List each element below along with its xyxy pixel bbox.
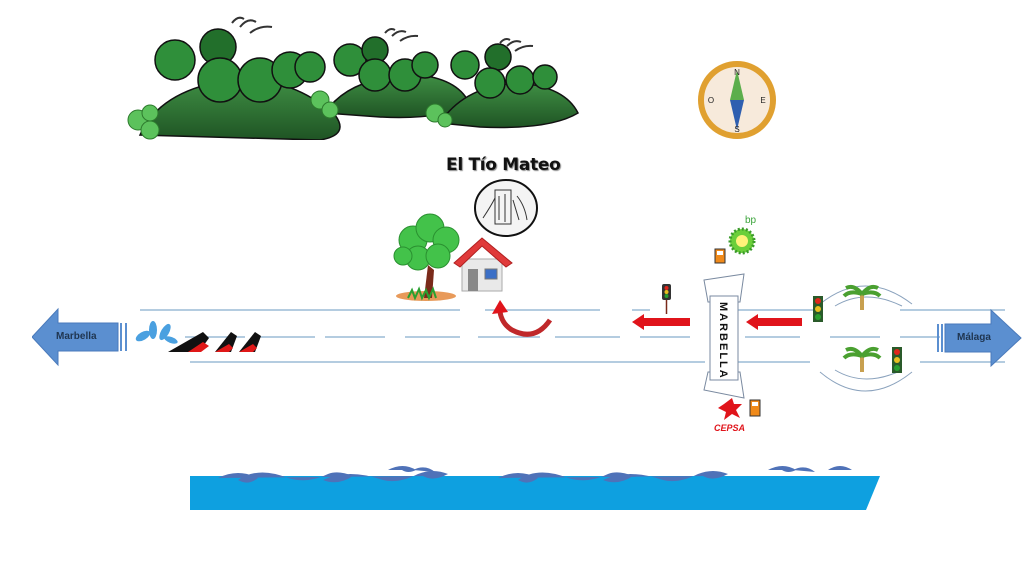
route-arrow-left <box>632 314 690 330</box>
restaurant-title: El Tío Mateo <box>446 155 561 175</box>
compass-south: S <box>734 125 739 134</box>
traffic-light-icon <box>892 347 902 373</box>
route-arrow-right <box>746 314 802 330</box>
marbella-sign: MARBELLA <box>717 302 729 380</box>
marbella-direction-arrow[interactable]: Marbella <box>32 307 132 367</box>
house-icon <box>452 235 514 293</box>
bp-label: bp <box>745 215 757 226</box>
cepsa-station[interactable]: CEPSA <box>712 396 772 438</box>
bp-station[interactable]: bp <box>712 215 764 267</box>
palm-tree-icon <box>842 346 882 372</box>
restaurant-logo <box>473 178 539 238</box>
malaga-label: Málaga <box>957 332 991 343</box>
malaga-direction-arrow[interactable]: Málaga <box>937 308 1023 368</box>
palm-tree-icon <box>842 284 882 310</box>
tree-icon <box>388 210 468 302</box>
compass-east: E <box>760 96 765 105</box>
compass-north: N <box>734 68 740 77</box>
traffic-light-icon <box>661 284 673 314</box>
sea <box>188 464 882 512</box>
compass-icon: N S E O <box>697 60 777 140</box>
marbella-label: Marbella <box>56 331 97 342</box>
u-turn-arrow <box>490 300 555 342</box>
birds-icon <box>231 16 534 52</box>
boats-icon <box>133 318 263 358</box>
road <box>0 300 1024 370</box>
mountains-illustration <box>120 5 580 140</box>
roundabout <box>810 276 925 396</box>
roundabout-bridge: MARBELLA <box>700 272 748 404</box>
compass-west: O <box>708 96 714 105</box>
traffic-light-icon <box>813 296 823 322</box>
cepsa-label: CEPSA <box>714 423 746 433</box>
